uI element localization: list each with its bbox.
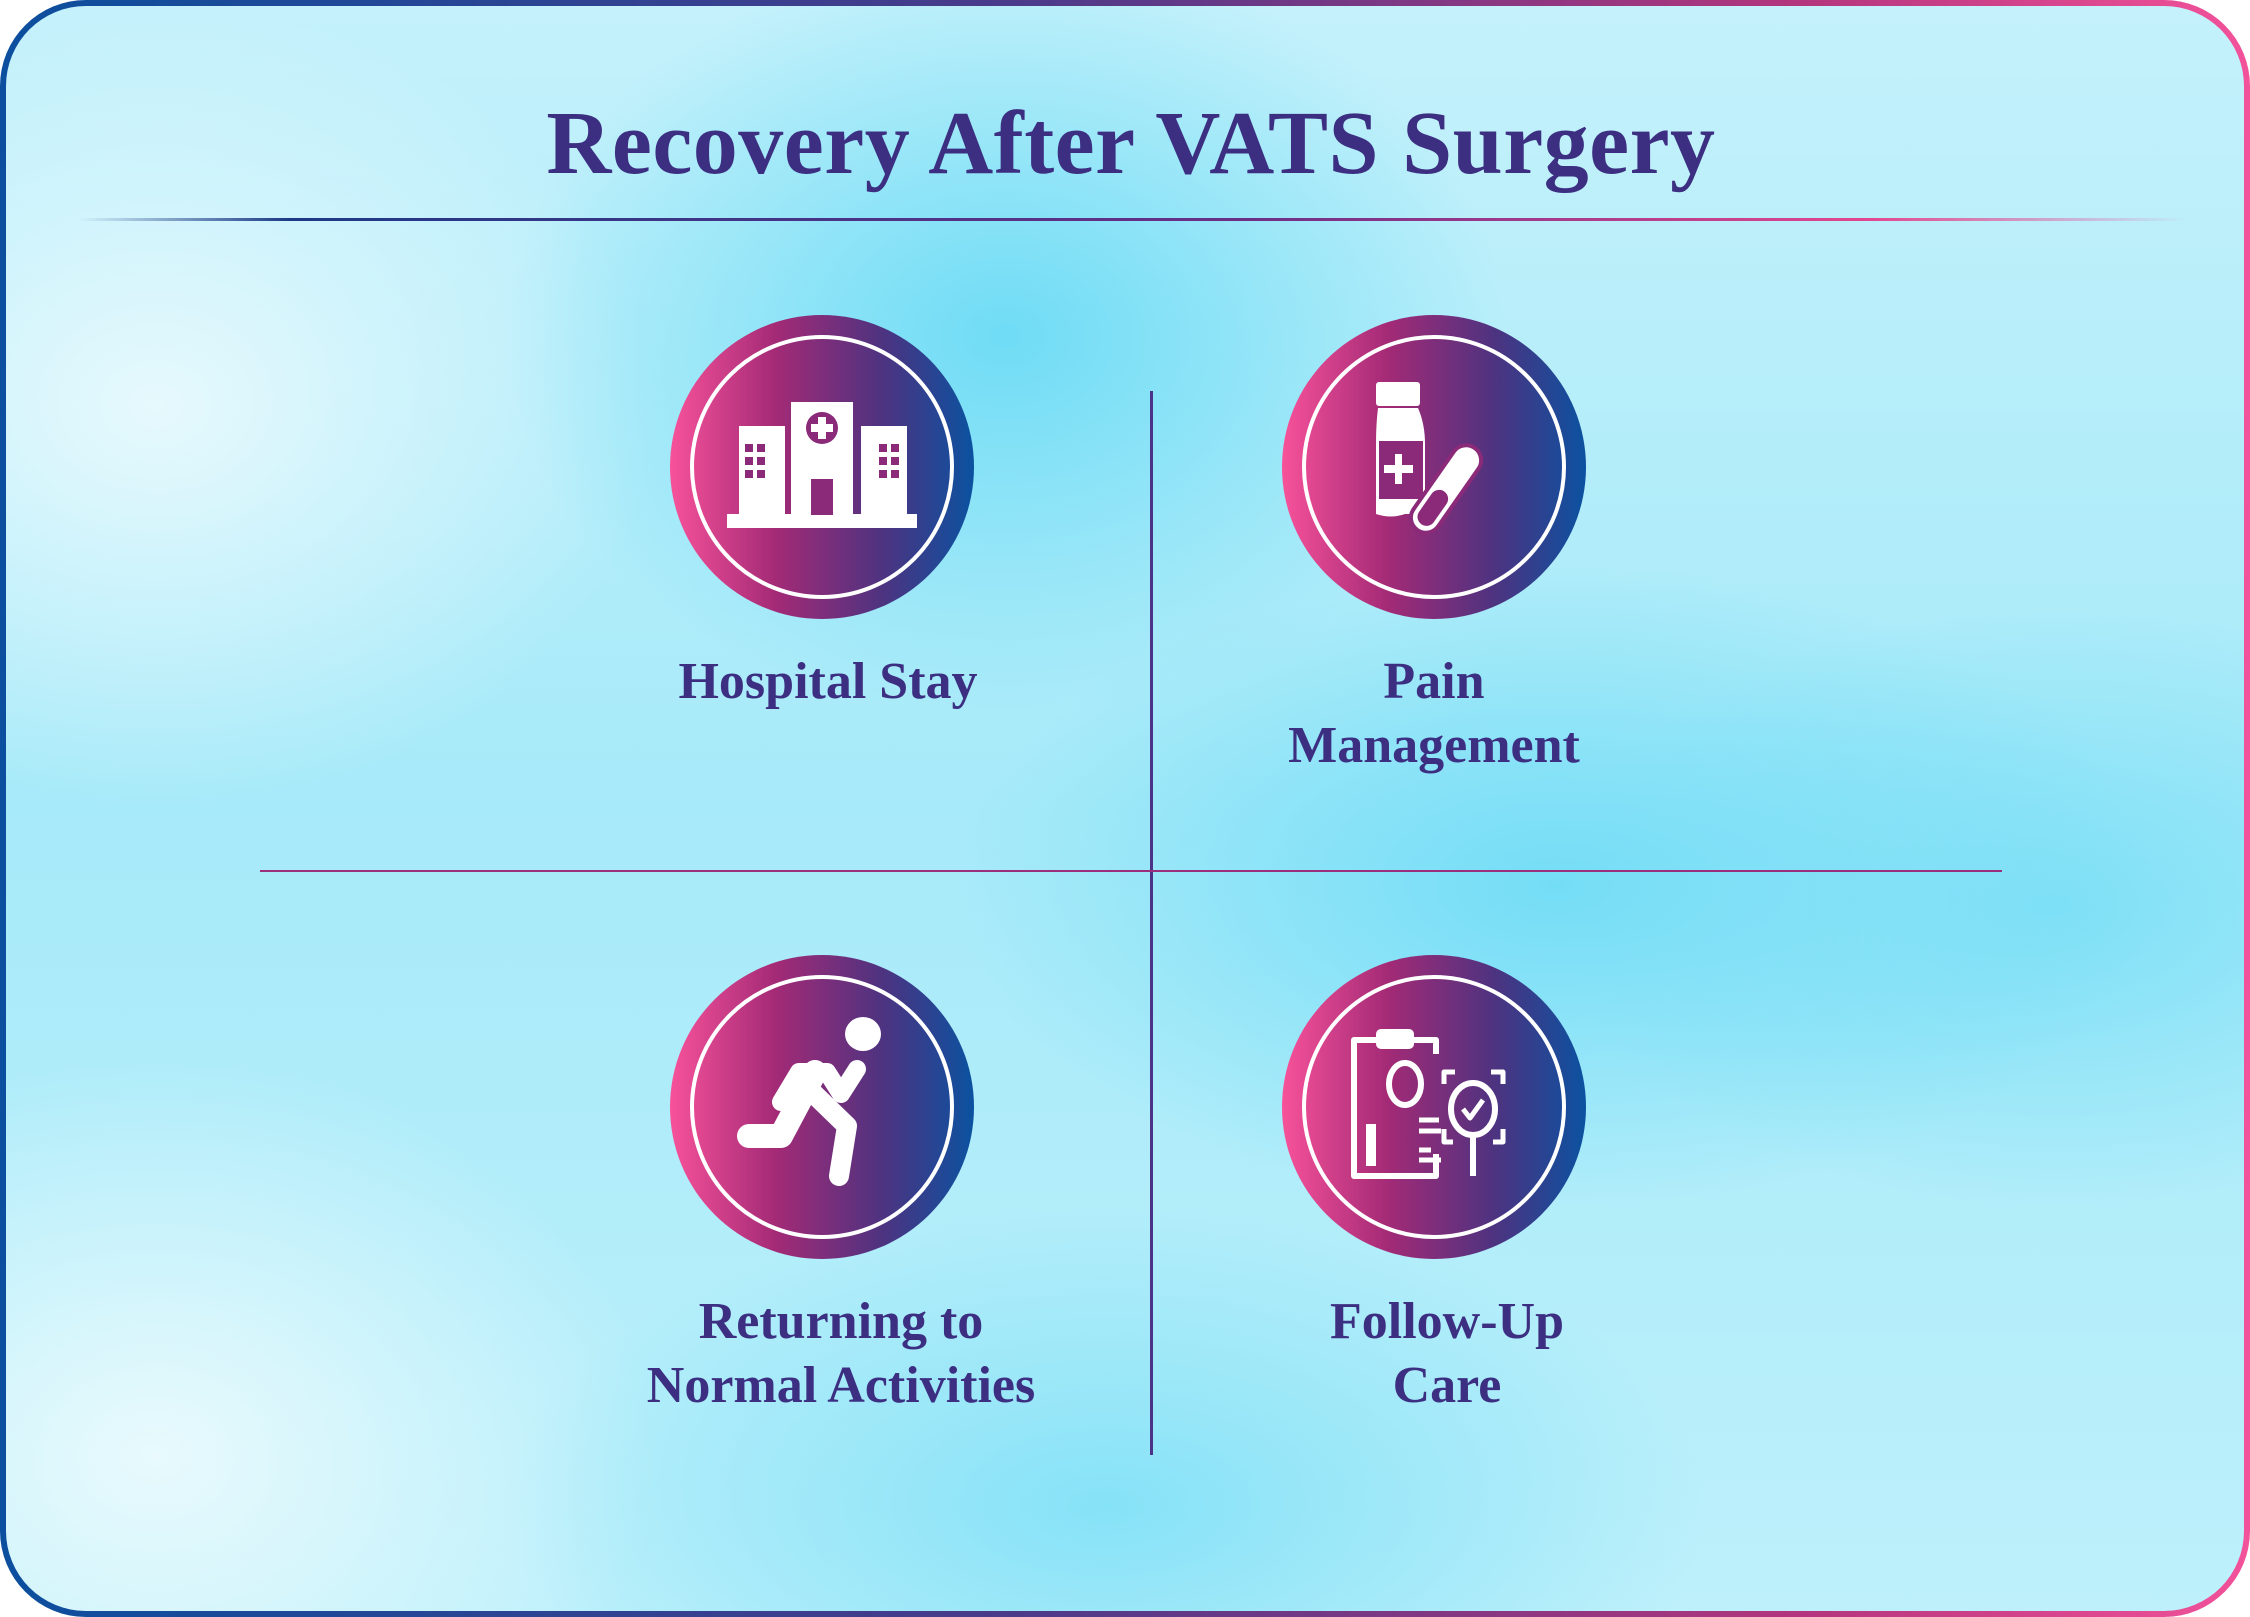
running-person-icon: [670, 955, 974, 1259]
horizontal-divider: [260, 870, 2002, 872]
follow-up-care-label: Follow-Up Care: [1147, 1290, 1747, 1418]
normal-activities-label: Returning to Normal Activities: [541, 1290, 1141, 1418]
label-line: Pain: [1383, 653, 1485, 710]
label-line: Follow-Up: [1330, 1293, 1564, 1350]
label-line: Normal Activities: [646, 1357, 1036, 1414]
page-title: Recovery After VATS Surgery: [546, 94, 1716, 193]
label-line: Management: [1288, 717, 1580, 774]
vertical-divider: [1150, 391, 1153, 1455]
label-line: Care: [1392, 1357, 1502, 1414]
hospital-stay-badge: [669, 314, 975, 620]
pain-management-label: Pain Management: [1134, 650, 1734, 778]
follow-up-care-badge: [1281, 954, 1587, 1260]
title-divider: [78, 218, 2188, 221]
clipboard-checkup-icon: [1282, 955, 1586, 1259]
pain-management-badge: [1281, 314, 1587, 620]
normal-activities-badge: [669, 954, 975, 1260]
label-line: Hospital Stay: [678, 653, 978, 710]
hospital-stay-label: Hospital Stay: [528, 650, 1128, 714]
medicine-bottle-pill-icon: [1282, 315, 1586, 619]
label-line: Returning to: [698, 1293, 984, 1350]
infographic-background: Recovery After VATS Surgery: [6, 6, 2244, 1611]
hospital-icon: [670, 315, 974, 619]
